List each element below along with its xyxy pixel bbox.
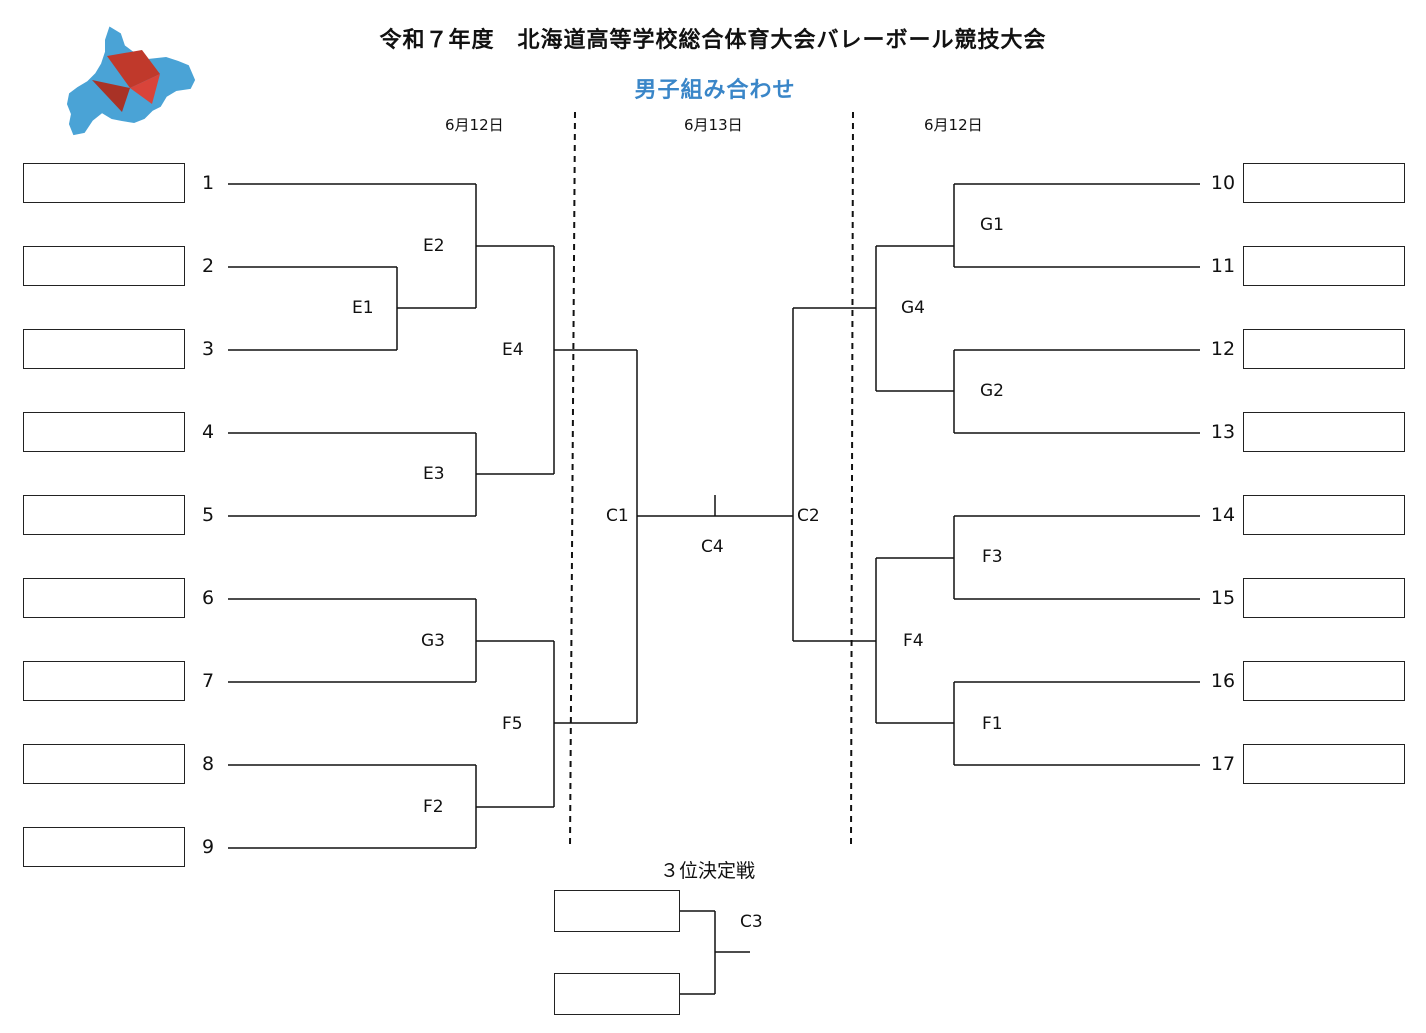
seed-13: 13 [1210,421,1236,443]
match-g4: G4 [901,298,925,318]
match-f4: F4 [903,631,924,651]
seed-10: 10 [1210,172,1236,194]
team-box-right-17[interactable] [1243,744,1405,784]
third-place-box-1[interactable] [554,890,680,932]
seed-16: 16 [1210,670,1236,692]
match-c2: C2 [797,506,820,526]
team-box-left-6[interactable] [23,578,185,618]
date-center: 6月13日 [684,116,743,134]
seed-15: 15 [1210,587,1236,609]
third-place-box-2[interactable] [554,973,680,1015]
seed-12: 12 [1210,338,1236,360]
third-place-title: ３位決定戦 [660,860,756,882]
team-box-right-14[interactable] [1243,495,1405,535]
seed-7: 7 [201,670,215,692]
team-box-right-11[interactable] [1243,246,1405,286]
match-e2: E2 [423,236,445,256]
logo-icon [66,26,196,136]
team-box-left-3[interactable] [23,329,185,369]
team-box-left-2[interactable] [23,246,185,286]
team-box-left-1[interactable] [23,163,185,203]
match-c1: C1 [606,506,629,526]
hokkaido-map-logo [62,26,197,142]
team-box-right-13[interactable] [1243,412,1405,452]
team-box-left-9[interactable] [23,827,185,867]
team-box-right-16[interactable] [1243,661,1405,701]
match-c4: C4 [701,537,724,557]
seed-3: 3 [201,338,215,360]
match-f1: F1 [982,714,1003,734]
match-g1: G1 [980,215,1004,235]
seed-8: 8 [201,753,215,775]
match-f3: F3 [982,547,1003,567]
team-box-right-15[interactable] [1243,578,1405,618]
match-e3: E3 [423,464,445,484]
match-f5: F5 [502,714,523,734]
match-f2: F2 [423,797,444,817]
seed-17: 17 [1210,753,1236,775]
seed-1: 1 [201,172,215,194]
team-box-right-10[interactable] [1243,163,1405,203]
match-g2: G2 [980,381,1004,401]
seed-2: 2 [201,255,215,277]
seed-6: 6 [201,587,215,609]
seed-14: 14 [1210,504,1236,526]
match-g3: G3 [421,631,445,651]
seed-9: 9 [201,836,215,858]
team-box-left-7[interactable] [23,661,185,701]
match-c3: C3 [740,912,763,932]
date-left: 6月12日 [445,116,504,134]
team-box-left-5[interactable] [23,495,185,535]
date-right: 6月12日 [924,116,983,134]
seed-4: 4 [201,421,215,443]
seed-11: 11 [1210,255,1236,277]
tournament-title: 令和７年度 北海道高等学校総合体育大会バレーボール競技大会 [379,28,1047,53]
seed-5: 5 [201,504,215,526]
team-box-right-12[interactable] [1243,329,1405,369]
team-box-left-4[interactable] [23,412,185,452]
team-box-left-8[interactable] [23,744,185,784]
match-e4: E4 [502,340,524,360]
match-e1: E1 [352,298,374,318]
bracket-subtitle: 男子組み合わせ [634,78,796,103]
